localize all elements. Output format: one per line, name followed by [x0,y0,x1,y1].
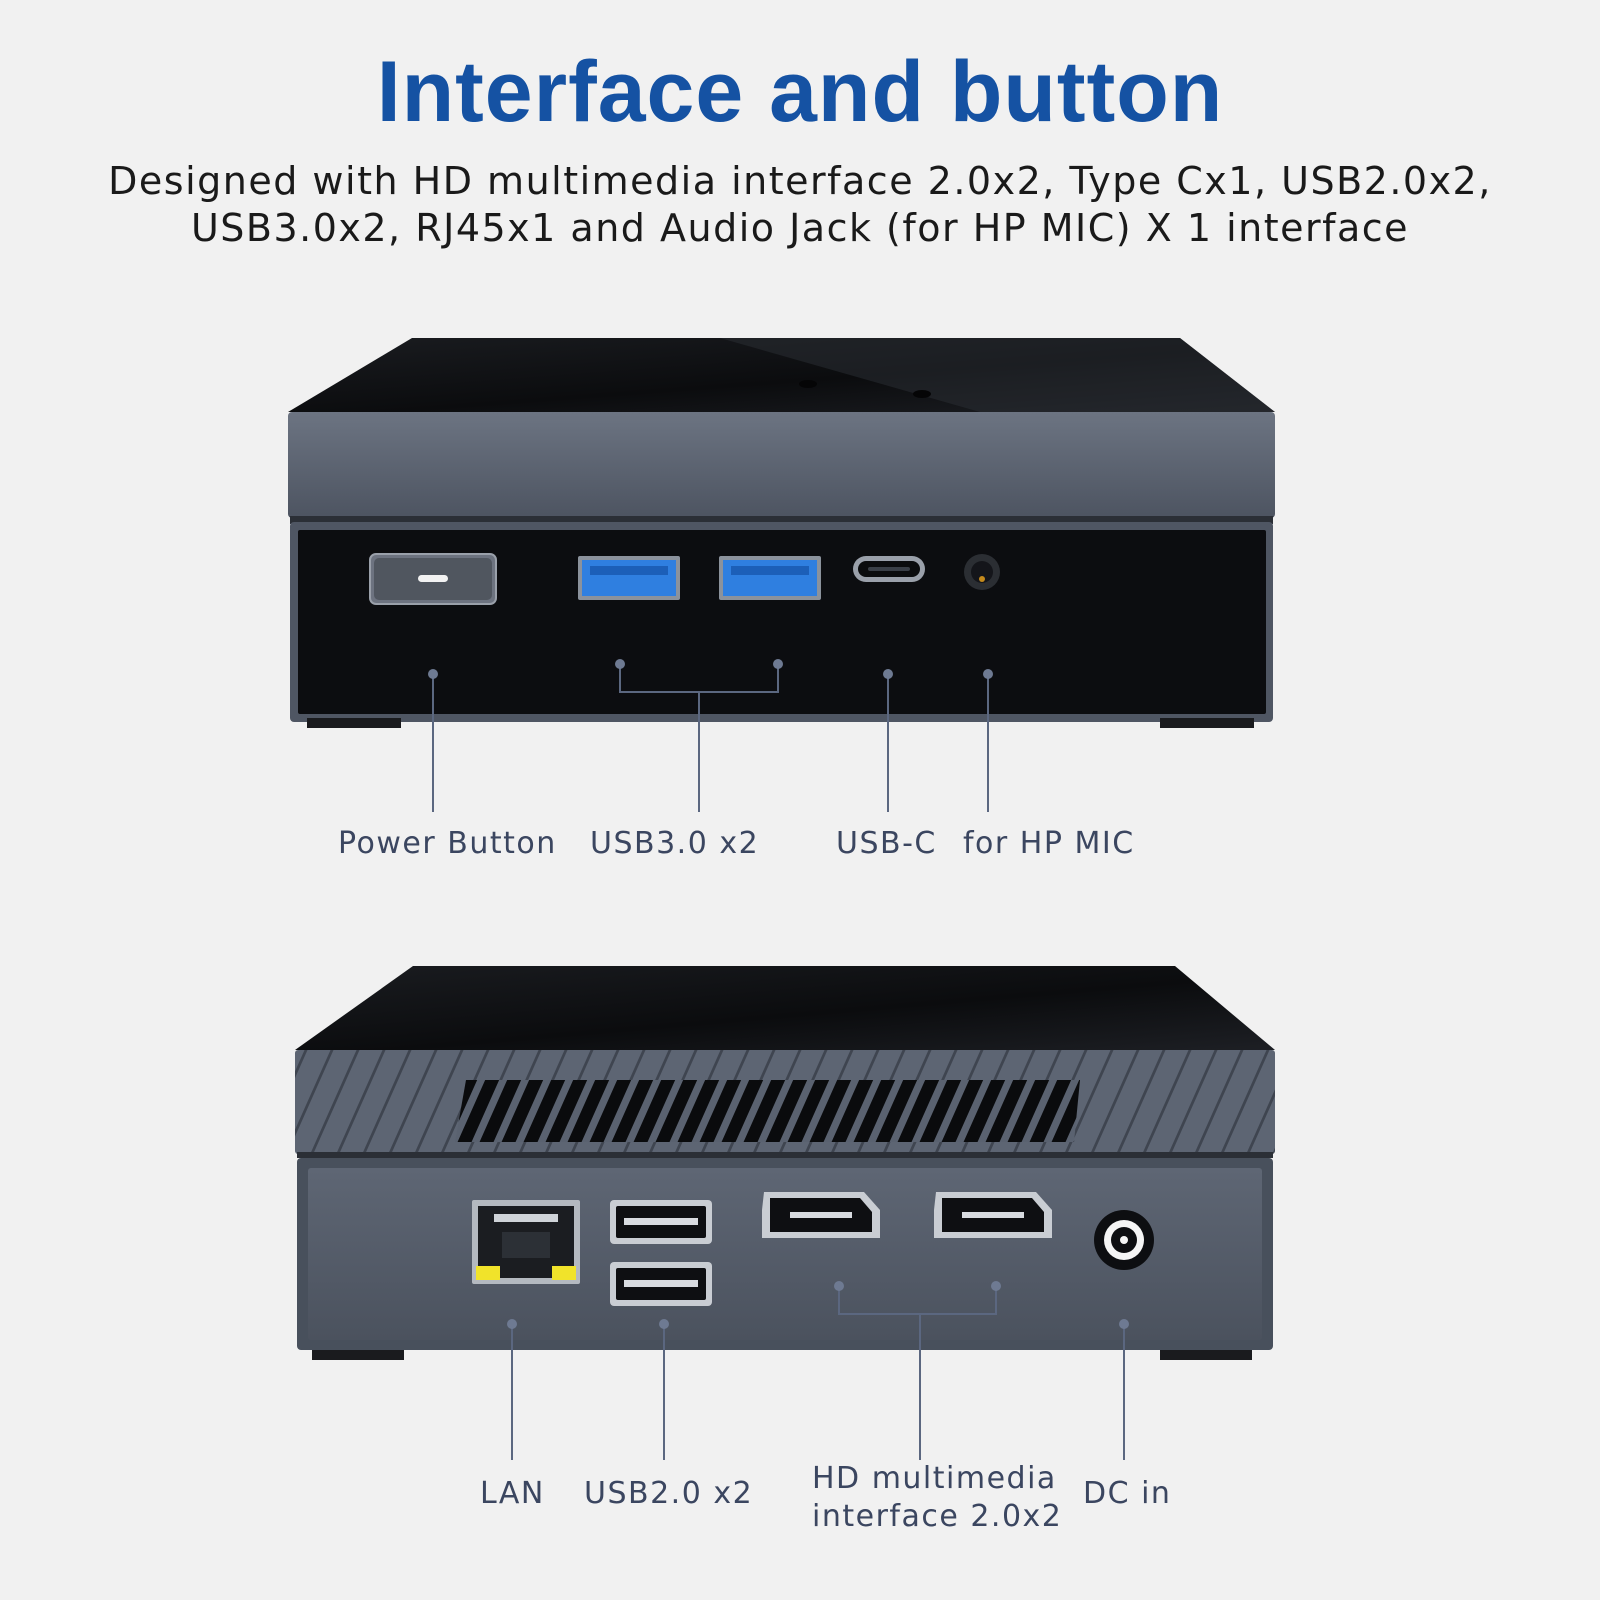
front-top-band [288,412,1275,518]
audio-jack[interactable] [964,554,1000,590]
front-panel [298,530,1266,714]
label-usb-c: USB-C [836,826,937,861]
label-hp-mic: for HP MIC [963,826,1135,861]
lan-port[interactable] [472,1200,580,1284]
front-foot-left [307,718,401,728]
front-band-gap [290,516,1273,524]
back-foot-left [312,1350,404,1360]
dc-in-jack[interactable] [1094,1210,1154,1270]
label-hd-line-2: interface 2.0x2 [812,1499,1063,1534]
subtitle-line-1: Designed with HD multimedia interface 2.… [108,159,1492,203]
back-top-surface [295,966,1275,1050]
back-vent-grille [455,1080,1080,1142]
label-lan: LAN [480,1476,545,1511]
front-top-screw-1 [799,380,817,388]
back-band-gap [297,1152,1273,1158]
label-usb2: USB2.0 x2 [584,1476,754,1511]
hdmi-port-1[interactable] [762,1192,880,1238]
back-callout-dots [507,1281,1129,1329]
power-button[interactable] [369,553,497,605]
front-foot-right [1160,718,1254,728]
front-callout-dots [428,659,993,679]
front-top-shine [720,338,1275,412]
label-usb3: USB3.0 x2 [590,826,760,861]
back-device [295,966,1275,1460]
back-callout-lines [511,1286,1125,1460]
page-title: Interface and button [376,44,1224,140]
label-dc-in: DC in [1083,1476,1172,1511]
page-subtitle: Designed with HD multimedia interface 2.… [100,158,1500,252]
subtitle-line-2: USB3.0x2, RJ45x1 and Audio Jack (for HP … [190,206,1410,250]
usb3-port-1[interactable] [578,556,680,600]
label-power-button: Power Button [338,826,557,861]
usb3-port-2[interactable] [719,556,821,600]
front-callout-lines [432,664,989,812]
usb-c-port[interactable] [853,556,925,582]
back-foot-right [1160,1350,1252,1360]
usb2-port-2[interactable] [610,1262,712,1306]
label-hd-multimedia: HD multimedia interface 2.0x2 [812,1460,1062,1536]
label-hd-line-1: HD multimedia [812,1461,1057,1496]
front-device [288,338,1275,812]
usb2-port-1[interactable] [610,1200,712,1244]
hdmi-port-2[interactable] [934,1192,1052,1238]
front-top-screw-2 [913,390,931,398]
